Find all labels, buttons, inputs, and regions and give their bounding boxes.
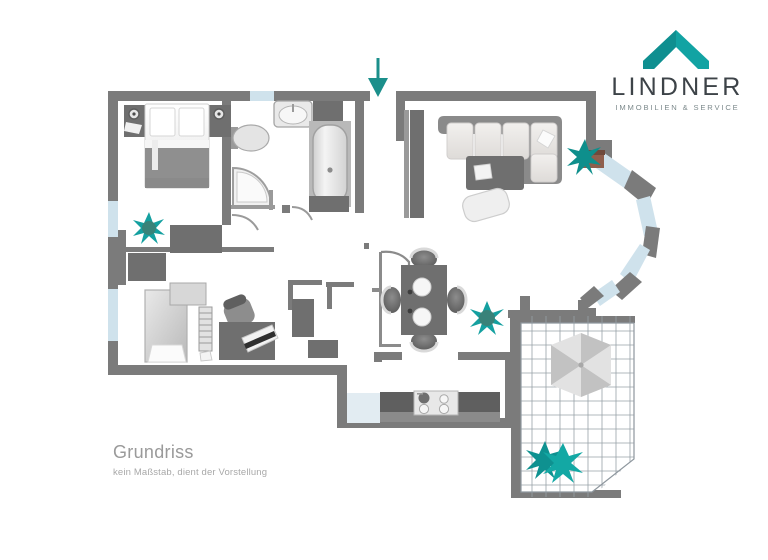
plan-caption: Grundriss kein Maßstab, dient der Vorste… — [113, 442, 268, 478]
room-bath-fixtures — [231, 124, 275, 231]
room-bathroom-tub — [273, 100, 351, 221]
room-second-bedroom — [128, 225, 338, 363]
brand-tagline: IMMOBILIEN & SERVICE — [615, 103, 740, 113]
plant-bedroom — [133, 212, 165, 244]
plant-dining — [470, 301, 504, 335]
caption-title: Grundriss — [113, 442, 194, 462]
plant-terrace-1 — [526, 441, 564, 479]
dining-chair-bottom — [409, 332, 439, 353]
room-bedroom — [124, 103, 231, 189]
entrance-arrow-icon — [368, 58, 388, 97]
room-kitchen — [347, 390, 500, 423]
room-living — [404, 110, 562, 223]
room-terrace — [520, 316, 635, 497]
bay-window — [580, 140, 660, 308]
house-chevron-icon — [643, 30, 709, 69]
walls — [108, 91, 660, 498]
company-logo: LINDNER IMMOBILIEN & SERVICE — [602, 28, 750, 112]
plant-living — [567, 139, 605, 175]
plant-terrace-2 — [543, 443, 583, 483]
caption-subtitle: kein Maßstab, dient der Vorstellung — [113, 466, 268, 478]
dining-chair-right — [447, 285, 468, 315]
room-dining — [372, 247, 468, 353]
parasol-icon — [551, 333, 611, 397]
dining-chair-top — [409, 247, 439, 268]
brand-name: LINDNER — [611, 73, 744, 101]
dining-chair-left — [380, 285, 401, 315]
